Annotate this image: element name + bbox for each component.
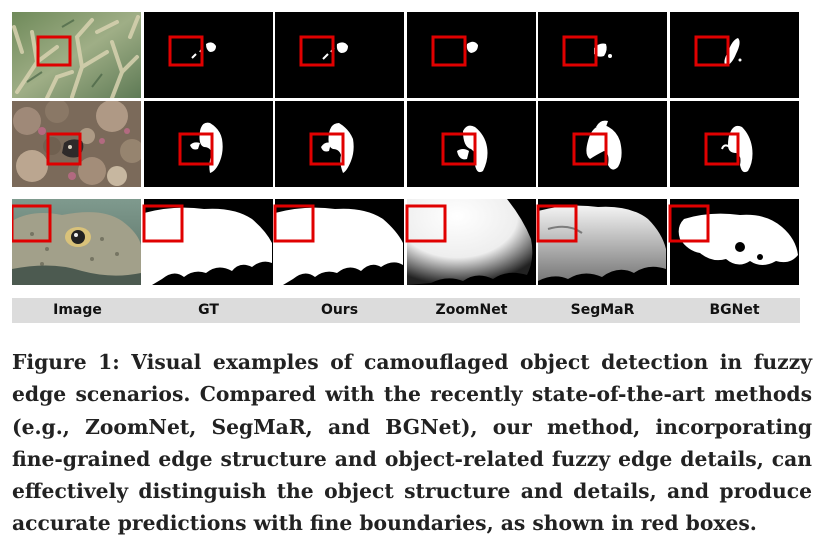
row2-bgnet [670,101,799,187]
row3-bgnet [670,199,799,285]
row1-ours [275,12,404,98]
row1-image [12,12,141,98]
row3-gt [144,199,273,285]
row3-segmar [538,199,667,285]
row1-segmar [538,12,667,98]
figure-caption: Figure 1: Visual examples of camouflaged… [12,350,812,536]
row3-zoomnet [407,199,536,285]
figure: Image GT Ours ZoomNet SegMaR BGNet [12,12,800,323]
row2-zoomnet [407,101,536,187]
row2-ours [275,101,404,187]
column-label-image: Image [53,302,102,318]
row3-image [12,199,141,285]
column-label-segmar: SegMaR [570,302,635,318]
row1-gt [144,12,273,98]
column-label-ours: Ours [320,302,359,318]
column-label-gt: GT [198,302,219,318]
column-label-zoomnet: ZoomNet [435,302,508,318]
column-label-bgnet: BGNet [709,302,760,318]
row1-bgnet [670,12,799,98]
row1-zoomnet [407,12,536,98]
column-label-bar: Image GT Ours ZoomNet SegMaR BGNet [12,298,800,323]
row3-ours [275,199,404,285]
row2-gt [144,101,273,187]
row2-segmar [538,101,667,187]
row2-image [12,101,141,187]
